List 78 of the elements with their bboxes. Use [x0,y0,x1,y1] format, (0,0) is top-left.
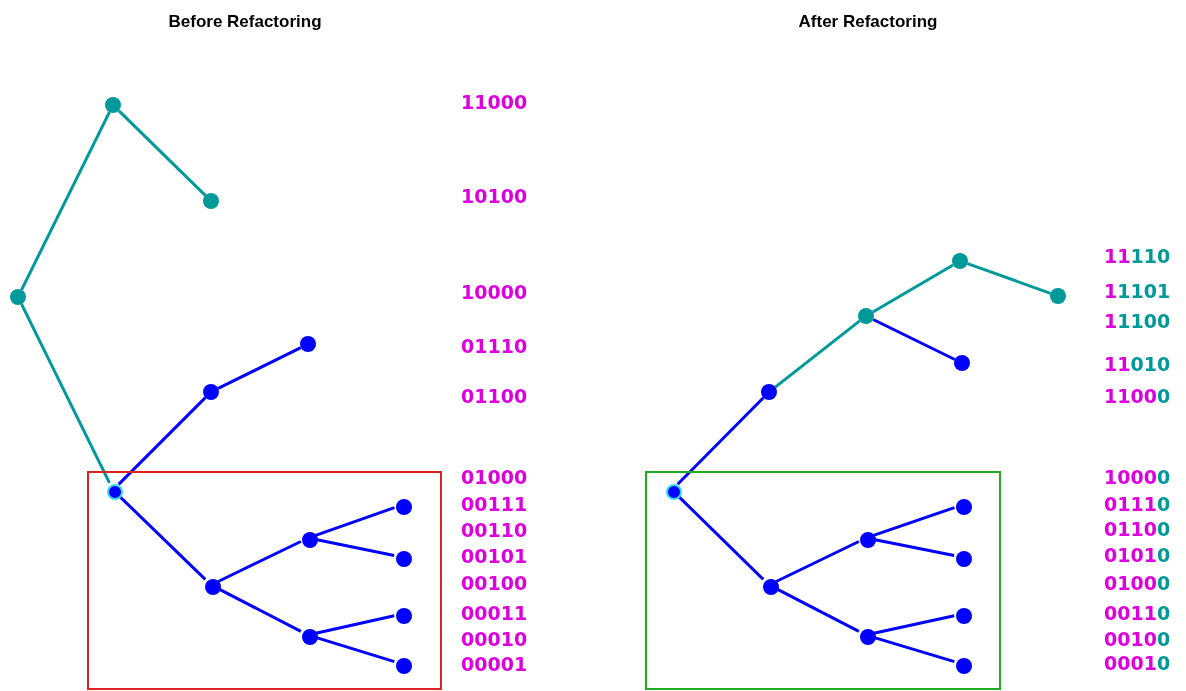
tree-node [956,658,972,674]
bit-label: 01100 [461,387,528,406]
bit-label: 00100 [461,574,528,593]
tree-node [396,608,412,624]
tree-title: After Refactoring [798,13,938,30]
bit-label: 11101 [1104,282,1171,301]
bit-label: 01110 [1104,495,1171,514]
bit-label: 01000 [1104,574,1171,593]
highlight-frame [645,471,1001,690]
tree-node [396,658,412,674]
tree-edge [873,614,955,635]
tree-node [107,484,123,500]
bit-label: 10000 [1104,468,1171,487]
bit-label: 00010 [461,630,528,649]
tree-node [956,499,972,515]
tree-edge [872,263,954,314]
bit-label: 10000 [461,283,528,302]
tree-node [956,551,972,567]
bit-label: 00001 [461,655,528,674]
tree-node [954,355,970,371]
tree-node [666,484,682,500]
bit-label: 11100 [1104,312,1171,331]
tree-edge [217,587,302,633]
bit-label: 01010 [1104,546,1171,565]
tree-edge [872,318,956,361]
tree-edge [873,635,955,664]
tree-title: Before Refactoring [168,13,322,30]
bit-label: 01110 [461,337,528,356]
tree-node [1050,288,1066,304]
tree-edge [967,262,1051,295]
tree-edge [873,538,955,557]
bit-label: 01000 [461,468,528,487]
bit-label: 00110 [1104,604,1171,623]
bit-label: 11000 [461,93,528,112]
bit-label: 00101 [461,547,528,566]
tree-node [952,253,968,269]
tree-node [203,384,219,400]
tree-edge [676,396,765,486]
tree-node [105,97,121,113]
tree-edge [315,635,395,664]
tree-edge [315,538,395,557]
bit-label: 10100 [461,187,528,206]
tree-node [203,193,219,209]
tree-node [860,532,876,548]
tree-edge [315,506,395,537]
tree-edge [217,540,302,583]
tree-edge [20,303,111,484]
tree-edge [775,540,860,583]
tree-node [858,308,874,324]
tree-edge [775,587,860,633]
tree-node [396,551,412,567]
tree-node [10,289,26,305]
bit-label: 00100 [1104,630,1171,649]
tree-edge [117,396,207,486]
bit-label: 00110 [461,521,528,540]
highlight-frame [87,471,442,690]
tree-node [302,532,318,548]
bit-label: 00111 [461,495,528,514]
tree-edge [774,319,861,389]
tree-node [300,336,316,352]
bit-label: 11010 [1104,355,1171,374]
tree-edge [217,346,302,390]
bit-label: 11000 [1104,387,1171,406]
tree-node [860,629,876,645]
bit-label: 00011 [461,604,528,623]
tree-edge [20,111,111,291]
tree-edge [117,109,207,197]
bit-label: 00010 [1104,654,1171,673]
tree-node [396,499,412,515]
tree-node [763,579,779,595]
bit-label: 01100 [1104,520,1171,539]
tree-edge [873,506,955,537]
tree-node [761,384,777,400]
tree-node [302,629,318,645]
bit-label: 11110 [1104,247,1171,266]
tree-node [956,608,972,624]
tree-node [205,579,221,595]
tree-edge [315,614,395,635]
